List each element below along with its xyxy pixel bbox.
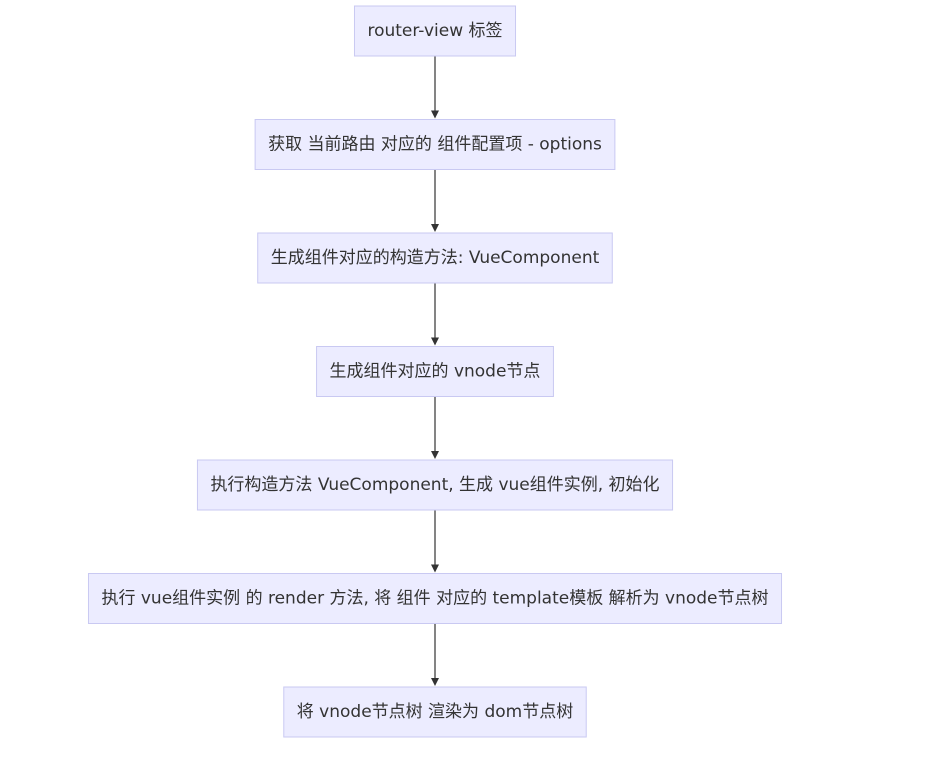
flow-node-box — [316, 346, 554, 397]
flow-node-label: 获取 当前路由 对应的 组件配置项 - options — [268, 135, 602, 155]
flow-node-label: 将 vnode节点树 渲染为 dom节点树 — [297, 702, 573, 722]
flow-arrow-5 — [431, 510, 439, 573]
flow-node-label: 生成组件对应的 vnode节点 — [330, 362, 541, 382]
flow-node-box — [283, 686, 587, 738]
flow-node-2: 获取 当前路由 对应的 组件配置项 - options — [254, 119, 616, 170]
flow-node-6: 执行 vue组件实例 的 render 方法, 将 组件 对应的 templat… — [87, 573, 783, 624]
flow-node-5: 执行构造方法 VueComponent, 生成 vue组件实例, 初始化 — [196, 459, 674, 511]
flow-arrow-4 — [431, 396, 439, 459]
flow-node-label: 执行构造方法 VueComponent, 生成 vue组件实例, 初始化 — [210, 475, 659, 495]
flow-node-box — [196, 459, 674, 511]
flow-arrow-6 — [431, 623, 439, 686]
flow-arrow-head — [431, 564, 439, 573]
flow-node-label: router-view 标签 — [367, 21, 502, 41]
flow-node-3: 生成组件对应的构造方法: VueComponent — [257, 232, 613, 284]
flow-arrow-head — [431, 337, 439, 346]
flow-node-1: router-view 标签 — [353, 5, 517, 57]
flow-node-box — [87, 573, 783, 624]
flow-node-box — [353, 5, 517, 57]
flow-node-7: 将 vnode节点树 渲染为 dom节点树 — [283, 686, 587, 738]
flow-arrow-head — [431, 678, 439, 686]
flow-arrow-2 — [431, 169, 439, 232]
flow-arrow-3 — [431, 283, 439, 346]
flow-node-label: 执行 vue组件实例 的 render 方法, 将 组件 对应的 templat… — [101, 589, 768, 609]
flow-arrow-head — [431, 451, 439, 459]
flow-arrow-1 — [431, 56, 439, 119]
flow-node-box — [254, 119, 616, 170]
flow-arrow-head — [431, 224, 439, 232]
flow-node-4: 生成组件对应的 vnode节点 — [316, 346, 554, 397]
flow-node-label: 生成组件对应的构造方法: VueComponent — [271, 248, 600, 268]
flow-arrow-head — [431, 110, 439, 119]
flow-node-box — [257, 232, 613, 284]
